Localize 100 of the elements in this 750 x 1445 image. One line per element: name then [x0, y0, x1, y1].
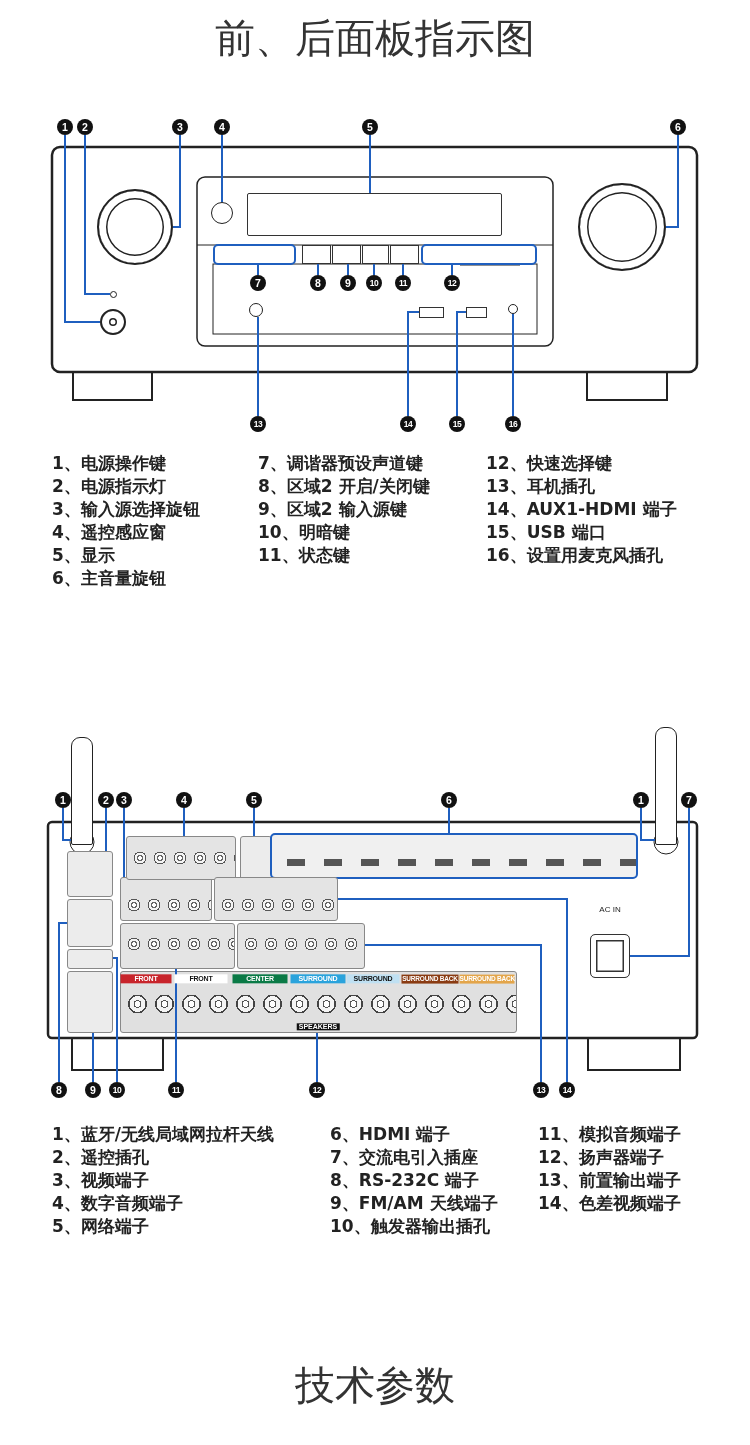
leader-line: [58, 922, 68, 1083]
list-item: 9、区域2 输入源键: [258, 498, 407, 520]
list-item: 4、数字音频端子: [52, 1192, 183, 1214]
callout-number: 14: [400, 416, 416, 432]
leader-line: [221, 134, 223, 203]
video-jacks: [120, 877, 212, 921]
list-item: 8、RS-232C 端子: [330, 1169, 480, 1191]
pre-out-jacks: [237, 923, 365, 969]
network-port: [240, 836, 272, 880]
list-item: 5、网络端子: [52, 1215, 149, 1237]
leader-line: [62, 807, 72, 841]
antenna: [71, 737, 93, 845]
list-item: 8、区域2 开启/关闭键: [258, 475, 430, 497]
list-item: 11、状态键: [258, 544, 350, 566]
list-item: 9、FM/AM 天线端子: [330, 1192, 498, 1214]
callout-number: 1: [57, 119, 73, 135]
list-item: 12、扬声器端子: [538, 1146, 664, 1168]
callout-number: 16: [505, 416, 521, 432]
digital-audio-jacks: [126, 836, 236, 880]
leader-line: [347, 263, 349, 276]
leader-line: [64, 134, 101, 323]
panel-label: AC IN: [599, 905, 621, 915]
callout-number: 13: [250, 416, 266, 432]
callout-number: 9: [85, 1082, 101, 1098]
callout-number: 7: [681, 792, 697, 808]
callout-number: 6: [670, 119, 686, 135]
leader-line: [257, 264, 259, 276]
tuner-preset-buttons: [213, 244, 296, 265]
list-item: 2、遥控插孔: [52, 1146, 149, 1168]
callout-number: 15: [449, 416, 465, 432]
hdmi-port-panel: [270, 833, 638, 879]
callout-number: 4: [214, 119, 230, 135]
speaker-terminals: [120, 971, 517, 1033]
list-item: 1、电源操作键: [52, 452, 166, 474]
audio-input-jacks: [120, 923, 235, 969]
callout-number: 11: [168, 1082, 184, 1098]
list-item: 14、AUX1-HDMI 端子: [486, 498, 677, 520]
zone-source-button: [332, 245, 361, 264]
display-window: [247, 193, 502, 236]
leader-line: [105, 807, 107, 852]
list-item: 3、视频端子: [52, 1169, 149, 1191]
callout-number: 6: [441, 792, 457, 808]
list-item: 13、前置输出端子: [538, 1169, 681, 1191]
list-item: 16、设置用麦克风插孔: [486, 544, 663, 566]
power-inlet: [590, 934, 630, 978]
leader-line: [123, 807, 125, 878]
component-video-jacks: [214, 877, 338, 921]
leader-line: [172, 134, 181, 228]
leader-line: [448, 807, 450, 834]
list-item: 4、遥控感应窗: [52, 521, 166, 543]
leader-line: [407, 311, 420, 417]
callout-number: 1: [55, 792, 71, 808]
list-item: 15、USB 端口: [486, 521, 606, 543]
trigger-jack: [67, 949, 113, 969]
callout-number: 10: [109, 1082, 125, 1098]
leader-line: [316, 1032, 318, 1083]
list-item: 10、明暗键: [258, 521, 350, 543]
callout-number: 13: [533, 1082, 549, 1098]
usb-port: [466, 307, 487, 318]
list-item: 14、色差视频端子: [538, 1192, 681, 1214]
hdmi-port: [419, 307, 444, 318]
list-item: 12、快速选择键: [486, 452, 612, 474]
quick-select-buttons: [421, 244, 537, 265]
callout-number: 3: [172, 119, 188, 135]
callout-number: 2: [77, 119, 93, 135]
microphone-jack: [508, 304, 518, 314]
list-item: 6、主音量旋钮: [52, 567, 166, 589]
leader-line: [512, 313, 514, 417]
callout-number: 5: [246, 792, 262, 808]
list-item: 7、交流电引入插座: [330, 1146, 478, 1168]
callout-number: 3: [116, 792, 132, 808]
dimmer-button: [362, 245, 389, 264]
remote-control-jacks: [67, 851, 113, 897]
leader-line: [317, 263, 319, 276]
leader-line: [373, 263, 375, 276]
list-item: 2、电源指示灯: [52, 475, 166, 497]
antenna: [655, 727, 677, 845]
zone-on-off-button: [302, 245, 331, 264]
list-item: 13、耳机插孔: [486, 475, 595, 497]
leader-line: [92, 1032, 94, 1083]
list-item: 7、调谐器预设声道键: [258, 452, 423, 474]
antenna-terminals: [67, 971, 113, 1033]
leader-line: [175, 968, 177, 1083]
list-item: 5、显示: [52, 544, 115, 566]
callout-number: 14: [559, 1082, 575, 1098]
list-item: 11、模拟音频端子: [538, 1123, 681, 1145]
leader-line: [257, 316, 259, 417]
leader-line: [84, 134, 111, 295]
leader-line: [456, 311, 467, 417]
list-item: 3、输入源选择旋钮: [52, 498, 200, 520]
callout-number: 1: [633, 792, 649, 808]
serial-port: [67, 899, 113, 947]
leader-line: [640, 807, 656, 841]
leader-line: [364, 944, 542, 1083]
leader-line: [369, 134, 371, 194]
leader-line: [451, 264, 453, 276]
leader-line: [402, 263, 404, 276]
section-heading: 技术参数: [295, 1361, 455, 1409]
list-item: 6、HDMI 端子: [330, 1123, 451, 1145]
status-button: [390, 245, 419, 264]
